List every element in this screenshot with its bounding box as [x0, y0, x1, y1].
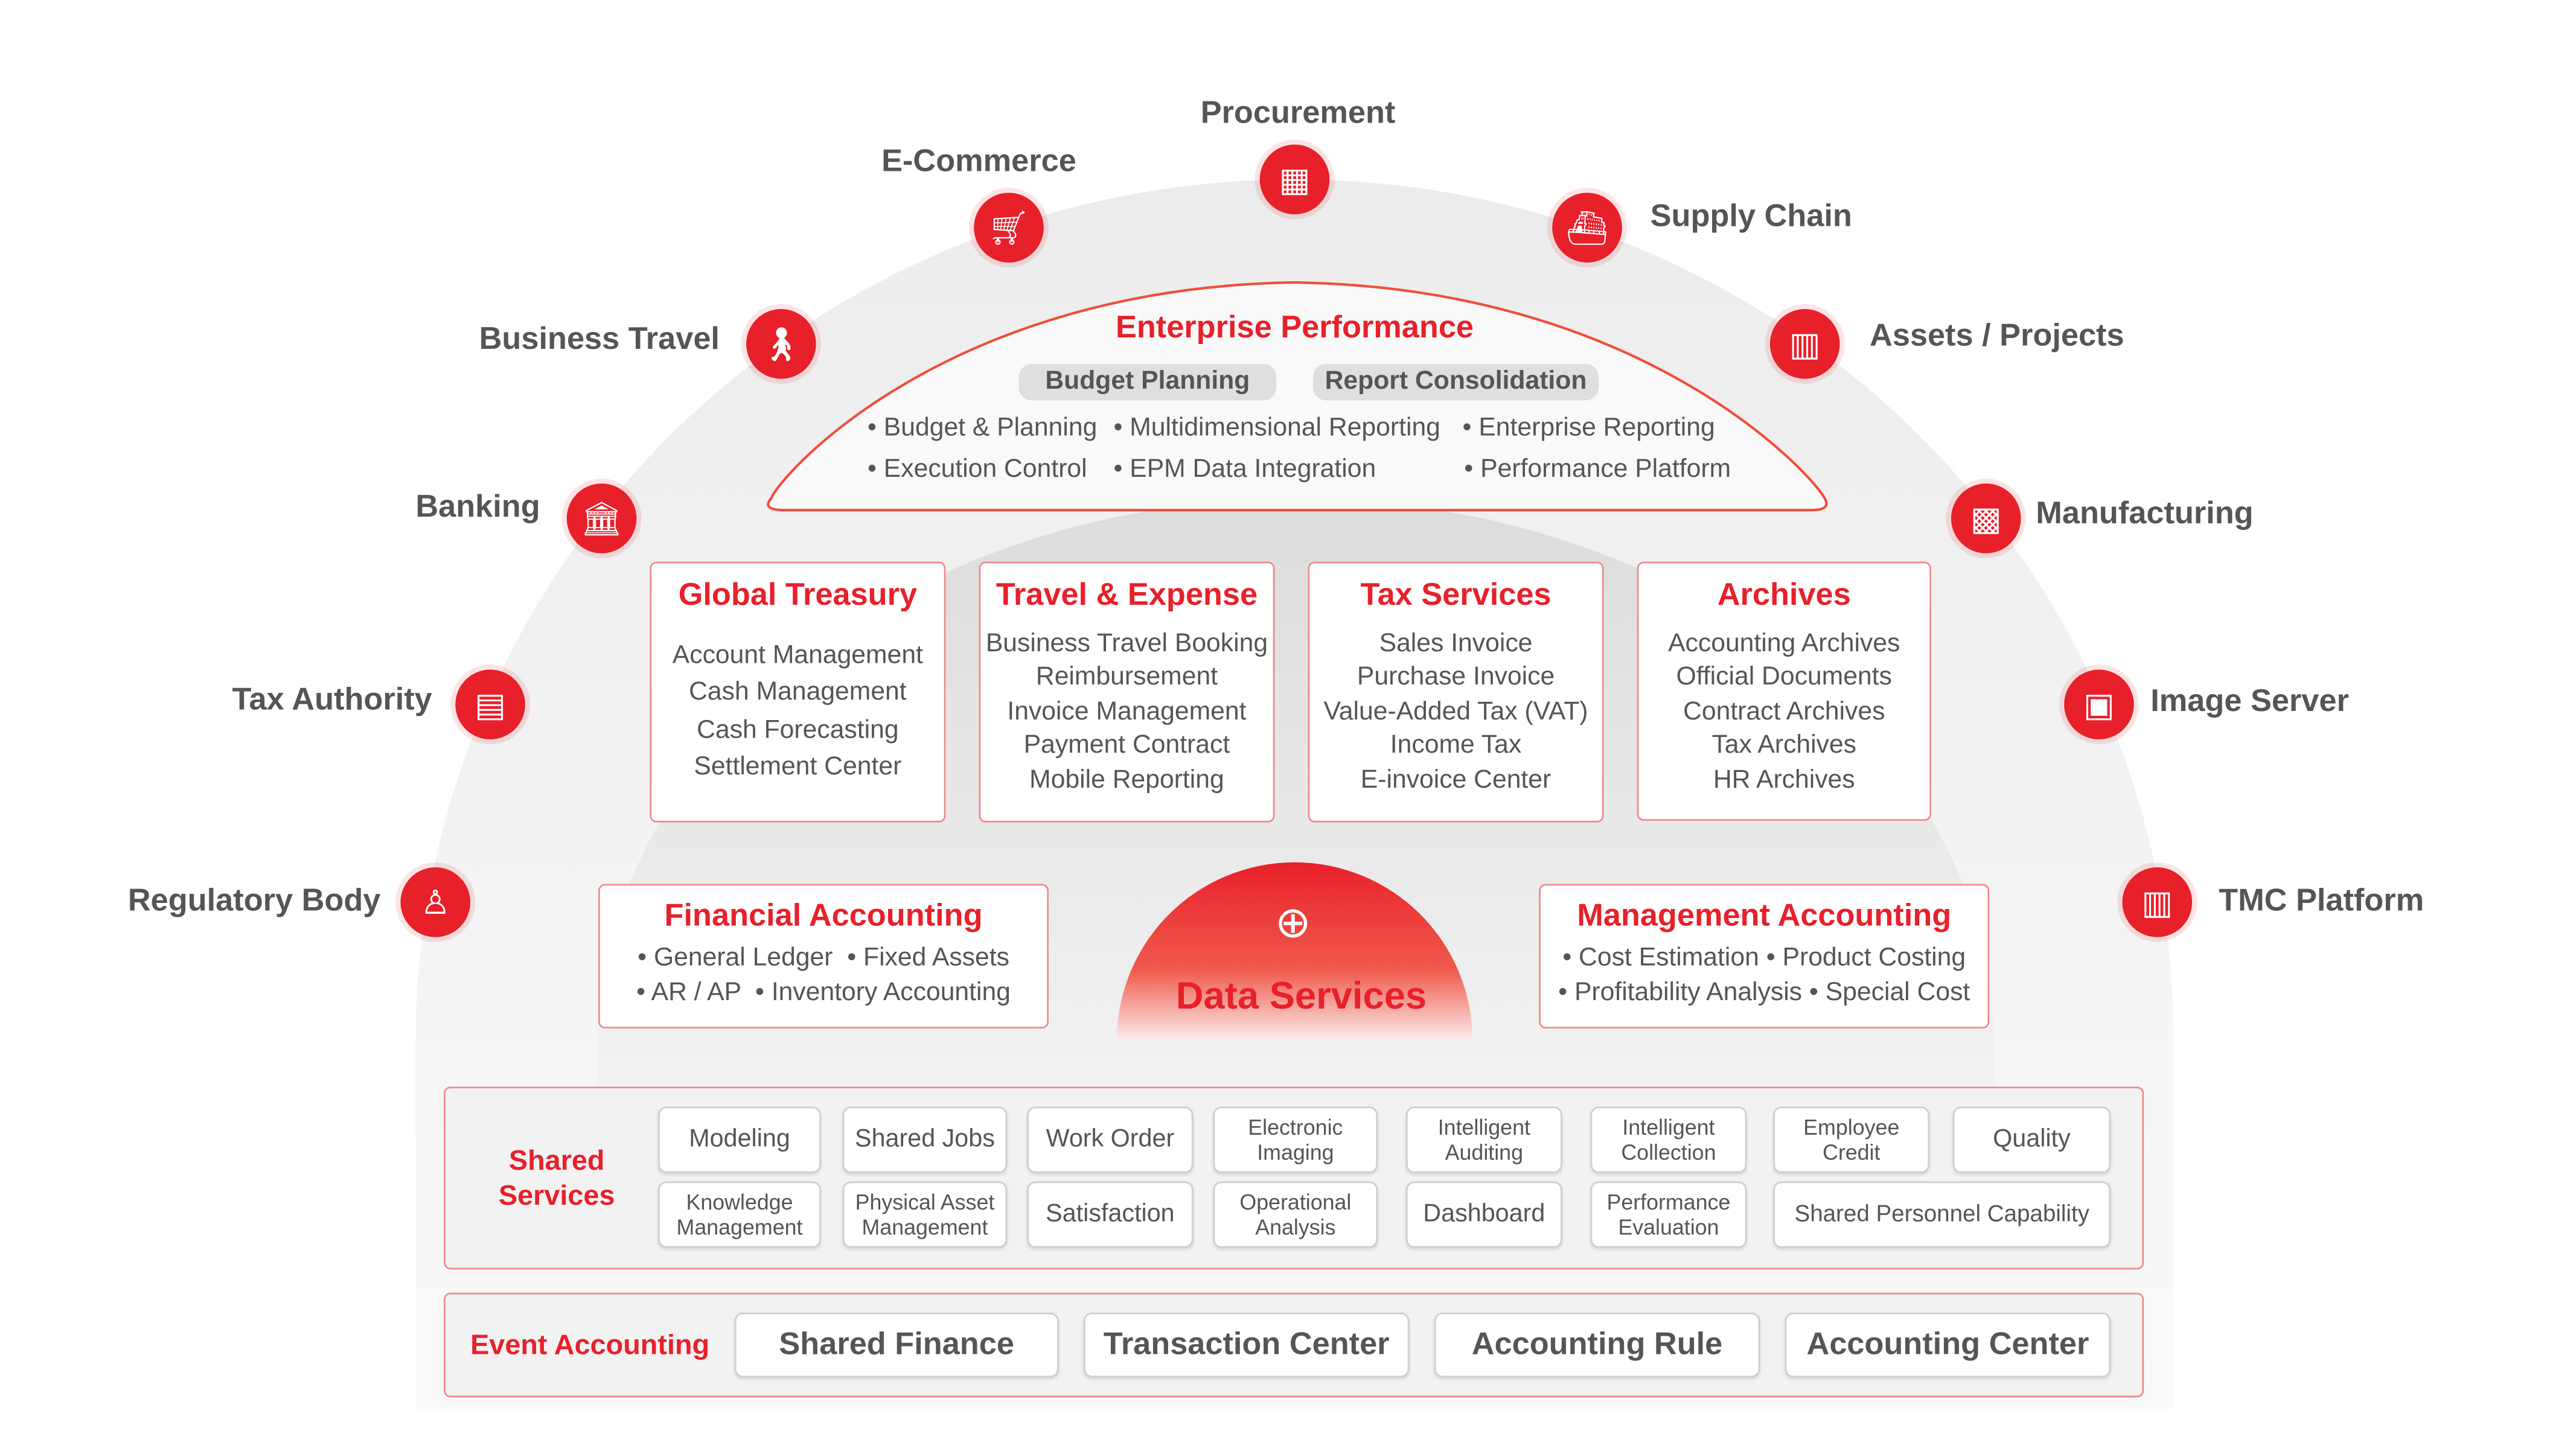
bank-icon: 🏛︎ [566, 483, 637, 553]
chip-performance-evaluation[interactable]: Performance Evaluation [1590, 1181, 1747, 1248]
chip-intelligent-collection[interactable]: Intelligent Collection [1590, 1106, 1747, 1173]
financial-accounting-box: Financial Accounting • General Ledger • … [598, 884, 1049, 1029]
satellite-assets-projects: Assets / Projects [1870, 319, 2124, 354]
chip-shared-jobs[interactable]: Shared Jobs [842, 1106, 1008, 1173]
box-item: Product Costing [1782, 943, 1966, 972]
box-item: Fixed Assets [863, 943, 1009, 972]
chip-employee-credit[interactable]: Employee Credit [1773, 1106, 1930, 1173]
module-item: Value-Added Tax (VAT) [1323, 697, 1588, 725]
module-title: Travel & Expense [996, 578, 1258, 613]
module-item: Official Documents [1676, 663, 1892, 692]
module-item: Mobile Reporting [1029, 765, 1224, 794]
ep-item: • Execution Control [868, 455, 1087, 484]
module-item: Purchase Invoice [1357, 663, 1555, 692]
store-icon: ▦ [1259, 144, 1330, 215]
shopping-cart-icon: 🛒︎ [974, 193, 1044, 263]
module-item: Sales Invoice [1379, 628, 1533, 657]
chip-transaction-center[interactable]: Transaction Center [1083, 1312, 1410, 1378]
chip-work-order[interactable]: Work Order [1027, 1106, 1194, 1173]
satellite-manufacturing: Manufacturing [2036, 497, 2254, 532]
chart-monitor-icon: ▥ [2122, 867, 2193, 937]
chip-modeling[interactable]: Modeling [658, 1106, 821, 1173]
module-item: Reimbursement [1035, 663, 1218, 692]
chip-accounting-rule[interactable]: Accounting Rule [1434, 1312, 1760, 1378]
ep-item: • Budget & Planning [868, 413, 1098, 442]
module-archives: Archives Accounting Archives Official Do… [1637, 561, 1931, 821]
module-item: Contract Archives [1683, 697, 1885, 725]
tax-office-icon: ▤ [455, 669, 525, 740]
module-item: Settlement Center [694, 753, 902, 781]
module-item: Accounting Archives [1668, 628, 1900, 657]
ep-item: • Performance Platform [1464, 455, 1731, 484]
ep-item: • Enterprise Reporting [1462, 413, 1715, 442]
module-item: Payment Contract [1023, 731, 1230, 760]
box-item: AR / AP [651, 978, 741, 1007]
module-item: Business Travel Booking [985, 628, 1268, 657]
satellite-tax-authority: Tax Authority [232, 683, 432, 718]
module-title: Tax Services [1360, 578, 1552, 613]
pill-budget-planning: Budget Planning [1018, 363, 1277, 401]
ep-item: • Multidimensional Reporting [1113, 413, 1440, 442]
chip-quality[interactable]: Quality [1952, 1106, 2111, 1173]
module-item: E-invoice Center [1360, 765, 1552, 794]
stamp-icon: ♙ [400, 867, 471, 937]
module-travel-expense: Travel & Expense Business Travel Booking… [979, 561, 1275, 823]
enterprise-performance-title: Enterprise Performance [1115, 310, 1474, 346]
box-item: General Ledger [653, 943, 833, 972]
satellite-supply-chain: Supply Chain [1650, 199, 1852, 235]
chip-electronic-imaging[interactable]: Electronic Imaging [1213, 1106, 1378, 1173]
chip-accounting-center[interactable]: Accounting Center [1785, 1312, 2111, 1378]
satellite-banking: Banking [415, 490, 540, 525]
ship-icon: ⛴︎ [1552, 193, 1622, 263]
module-item: Account Management [672, 640, 923, 669]
pill-report-consolidation: Report Consolidation [1312, 363, 1599, 401]
chip-shared-finance[interactable]: Shared Finance [734, 1312, 1059, 1378]
module-item: Invoice Management [1007, 697, 1247, 725]
chip-intelligent-auditing[interactable]: Intelligent Auditing [1405, 1106, 1562, 1173]
satellite-procurement: Procurement [1200, 96, 1396, 132]
satellite-image-server: Image Server [2150, 684, 2349, 720]
management-accounting-box: Management Accounting • Cost Estimation … [1539, 884, 1990, 1029]
module-global-treasury: Global Treasury Account Management Cash … [650, 561, 946, 823]
module-item: Income Tax [1390, 731, 1522, 760]
box-item: Special Cost [1825, 978, 1970, 1007]
module-item: HR Archives [1713, 765, 1855, 794]
module-item: Tax Archives [1711, 731, 1856, 760]
satellite-regulatory-body: Regulatory Body [127, 884, 381, 919]
chip-operational-analysis[interactable]: Operational Analysis [1213, 1181, 1378, 1248]
satellite-tmc-platform: TMC Platform [2219, 884, 2424, 919]
module-title: Global Treasury [678, 578, 918, 613]
satellite-ecommerce: E-Commerce [881, 144, 1076, 180]
globe-icon: ⊕ [1274, 897, 1311, 948]
event-accounting-title: Event Accounting [470, 1329, 710, 1361]
chip-physical-asset-management[interactable]: Physical Asset Management [842, 1181, 1008, 1248]
satellite-business-travel: Business Travel [479, 322, 720, 357]
image-monitor-icon: ▣ [2064, 669, 2134, 740]
traveler-icon: 🚶︎ [746, 309, 816, 379]
chip-knowledge-management[interactable]: Knowledge Management [658, 1181, 821, 1248]
data-services-title: Data Services [1175, 974, 1427, 1017]
ep-item: • EPM Data Integration [1113, 455, 1376, 484]
box-item: Profitability Analysis [1574, 978, 1803, 1007]
buildings-icon: ▥ [1769, 309, 1840, 379]
chip-shared-personnel-capability[interactable]: Shared Personnel Capability [1773, 1181, 2111, 1248]
box-item: Inventory Accounting [771, 978, 1011, 1007]
module-title: Archives [1717, 578, 1851, 613]
enterprise-performance-dome [767, 281, 1828, 512]
factory-icon: ▩ [1951, 483, 2021, 553]
module-tax-services: Tax Services Sales Invoice Purchase Invo… [1308, 561, 1604, 823]
chip-dashboard[interactable]: Dashboard [1405, 1181, 1562, 1248]
module-item: Cash Forecasting [697, 715, 899, 744]
chip-satisfaction[interactable]: Satisfaction [1027, 1181, 1194, 1248]
box-title: Management Accounting [1577, 899, 1952, 934]
module-item: Cash Management [689, 678, 907, 706]
box-item: Cost Estimation [1579, 943, 1759, 972]
box-title: Financial Accounting [664, 899, 983, 934]
